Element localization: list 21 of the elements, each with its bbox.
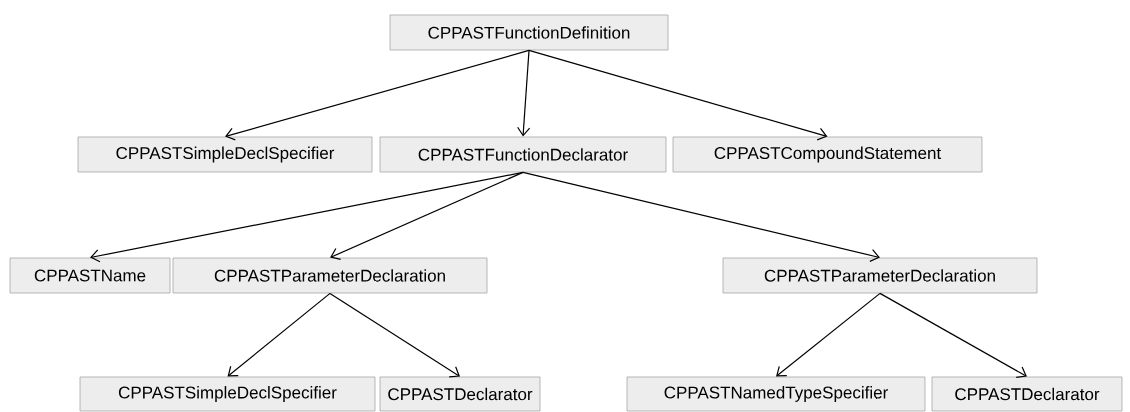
arrow — [90, 171, 524, 263]
arrow — [522, 171, 880, 262]
arrow — [517, 49, 531, 137]
class-box: CPPASTDeclarator — [931, 376, 1123, 412]
class-box: CPPASTSimpleDeclSpecifier — [77, 136, 373, 173]
class-box: CPPASTSimpleDeclSpecifier — [79, 376, 376, 412]
class-box: CPPASTParameterDeclaration — [172, 257, 488, 294]
class-box: CPPASTParameterDeclaration — [722, 257, 1038, 294]
arrow — [225, 49, 530, 141]
arrow — [330, 171, 524, 261]
class-box: CPPASTFunctionDeclarator — [379, 136, 667, 173]
class-box: CPPASTNamedTypeSpecifier — [626, 376, 926, 412]
class-box: CPPASTCompoundStatement — [672, 136, 983, 173]
arrow — [776, 292, 881, 377]
arrow — [227, 292, 331, 377]
arrow — [879, 292, 1027, 378]
arrow — [528, 49, 828, 141]
arrow — [329, 292, 460, 378]
class-box: CPPASTFunctionDefinition — [389, 14, 669, 51]
class-box: CPPASTDeclarator — [379, 376, 541, 412]
class-box: CPPASTName — [9, 257, 171, 294]
